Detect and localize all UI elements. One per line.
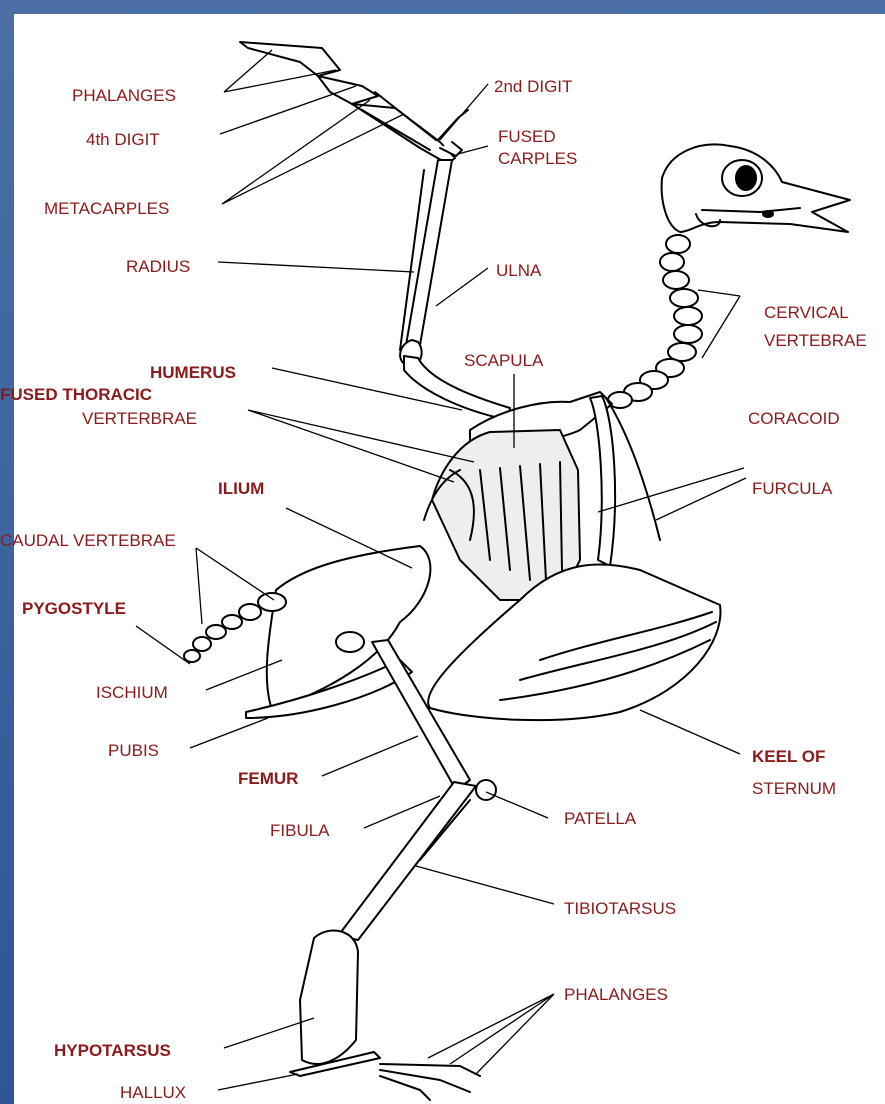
label-hallux: HALLUX — [120, 1083, 186, 1102]
label-phalanges-wing: PHALANGES — [72, 86, 176, 105]
label-fibula: FIBULA — [270, 821, 330, 840]
label-phalanges-foot: PHALANGES — [564, 985, 668, 1004]
label-coracoid: CORACOID — [748, 409, 840, 428]
wing-tip — [240, 42, 468, 164]
label-tibiotarsus: TIBIOTARSUS — [564, 899, 676, 918]
label-ilium: ILIUM — [218, 479, 264, 498]
label-cervical-2: VERTEBRAE — [764, 331, 867, 350]
label-ischium: ISCHIUM — [96, 683, 168, 702]
neck-vertebrae — [608, 235, 702, 408]
label-humerus: HUMERUS — [150, 363, 236, 382]
label-ulna: ULNA — [496, 261, 542, 280]
label-4th-digit: 4th DIGIT — [86, 130, 160, 149]
label-patella: PATELLA — [564, 809, 637, 828]
label-furcula: FURCULA — [752, 479, 833, 498]
label-keel-1: KEEL OF — [752, 747, 825, 766]
skull — [662, 144, 850, 232]
label-metacarples: METACARPLES — [44, 199, 169, 218]
label-fused-carples-1: FUSED — [498, 127, 556, 146]
sternum — [428, 564, 720, 720]
label-pubis: PUBIS — [108, 741, 159, 760]
label-2nd-digit: 2nd DIGIT — [494, 77, 572, 96]
label-hypotarsus: HYPOTARSUS — [54, 1041, 171, 1060]
label-fused-carples-2: CARPLES — [498, 149, 577, 168]
tarsus — [300, 930, 358, 1063]
label-caudal-vertebrae: CAUDAL VERTEBRAE — [0, 531, 176, 550]
label-keel-2: STERNUM — [752, 779, 836, 798]
skeleton-drawing — [184, 42, 850, 1100]
forearm — [400, 160, 452, 366]
label-femur: FEMUR — [238, 769, 298, 788]
shoulder-girdle — [590, 396, 660, 566]
lower-leg — [338, 780, 496, 940]
label-fused-thoracic-2: VERTERBRAE — [82, 409, 197, 428]
label-radius: RADIUS — [126, 257, 190, 276]
label-cervical-1: CERVICAL — [764, 303, 849, 322]
label-fused-thoracic-1: FUSED THORACIC — [0, 385, 152, 404]
label-scapula: SCAPULA — [464, 351, 544, 370]
label-pygostyle: PYGOSTYLE — [22, 599, 126, 618]
